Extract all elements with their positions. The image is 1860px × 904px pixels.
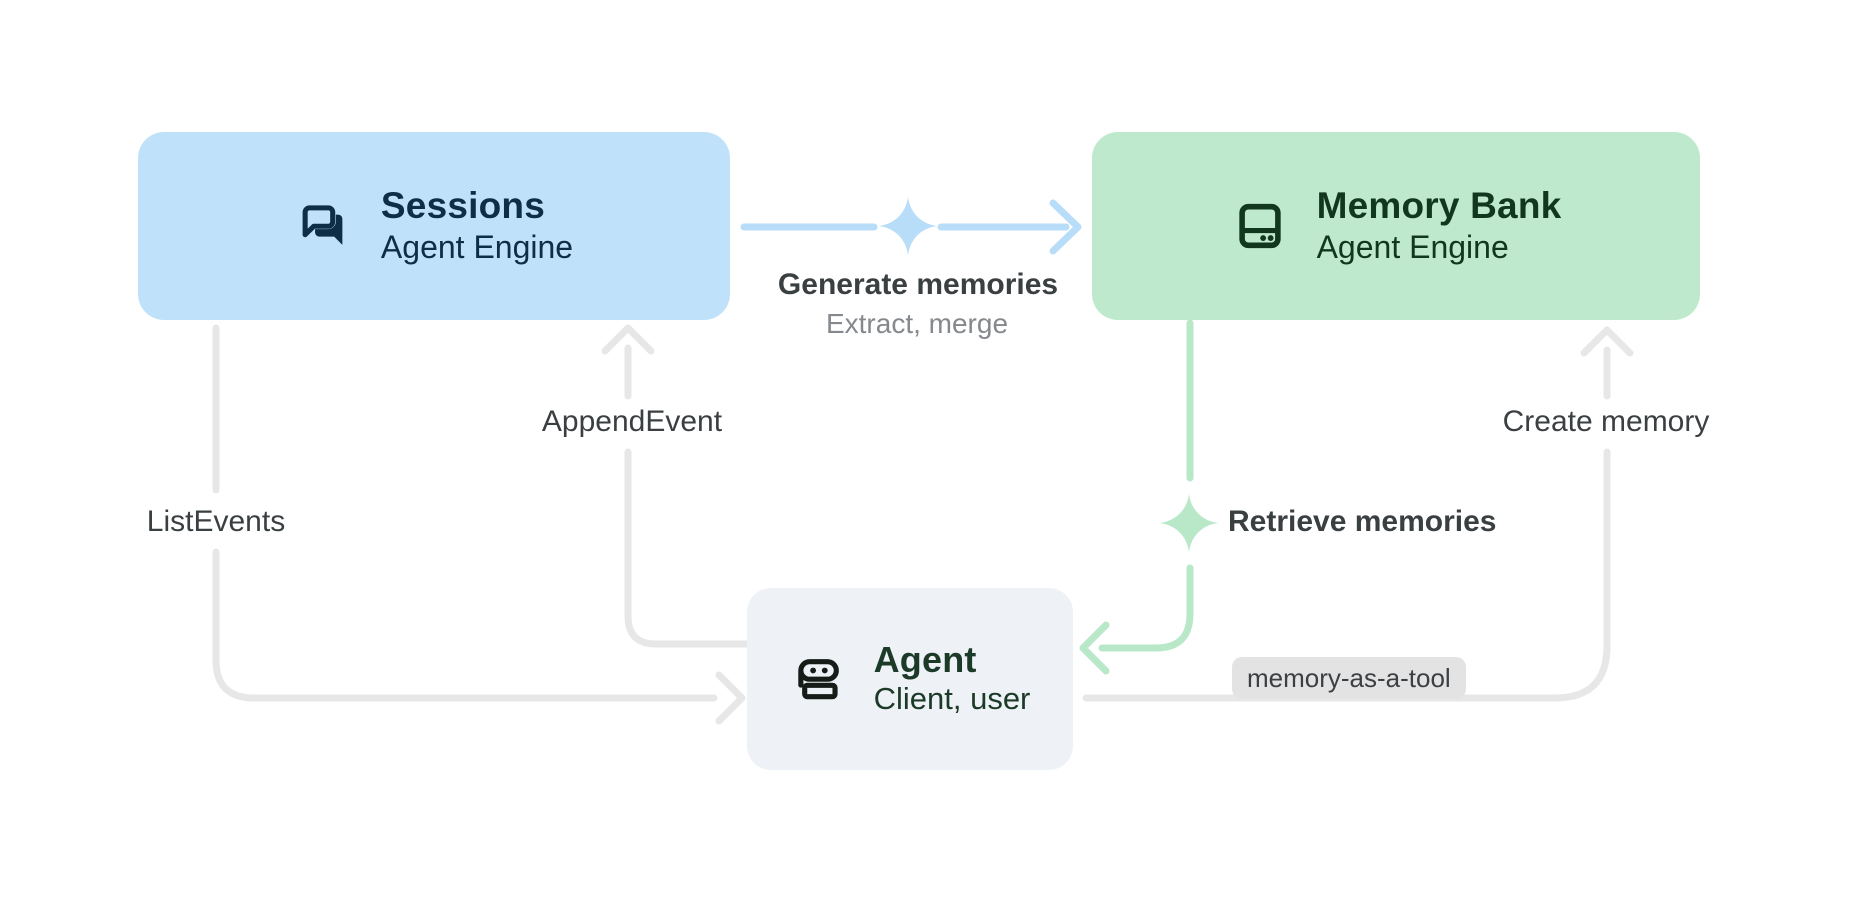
edge-retrieve-memories — [1079, 319, 1194, 675]
edge-label-retrieve-memories: Retrieve memories — [1228, 505, 1497, 538]
arrow-line — [212, 548, 718, 702]
node-title: Memory Bank — [1316, 184, 1562, 226]
node-subtitle: Agent Engine — [1316, 229, 1509, 266]
node-title: Sessions — [380, 184, 545, 226]
node-sessions: Sessions Agent Engine — [138, 132, 730, 320]
edge-label-create-memory: Create memory — [1494, 403, 1718, 441]
edge-label-list-events: ListEvents — [138, 503, 294, 541]
edge-sublabel-extract-merge: Extract, merge — [825, 308, 1009, 339]
arrowhead-right-icon — [715, 671, 746, 725]
node-subtitle: Client, user — [873, 681, 1031, 717]
node-title: Agent — [873, 638, 977, 680]
memory-as-a-tool-badge: memory-as-a-tool — [1232, 657, 1466, 699]
robot-icon — [790, 651, 846, 707]
edge-generate-memories — [740, 199, 1082, 255]
node-agent: Agent Client, user — [747, 588, 1073, 770]
edge-list-events — [212, 324, 746, 725]
arrow-line — [1098, 564, 1194, 652]
sparkle-icon — [878, 196, 938, 256]
node-memory-bank: Memory Bank Agent Engine — [1092, 132, 1700, 320]
arrowhead-left-icon — [1079, 621, 1110, 675]
arrowhead-right-icon — [1049, 199, 1082, 255]
edge-label-append-event: AppendEvent — [533, 403, 731, 441]
arrowhead-up-icon — [601, 324, 655, 355]
arrowhead-up-icon — [1580, 326, 1634, 357]
memory-drive-icon — [1231, 197, 1289, 255]
edge-label-generate-memories: Generate memories — [777, 268, 1059, 301]
node-subtitle: Agent Engine — [380, 229, 574, 266]
chat-bubbles-icon — [295, 197, 353, 255]
sparkle-icon — [1159, 493, 1219, 553]
edge-create-memory — [1082, 326, 1634, 702]
edge-append-event — [601, 324, 750, 648]
arrow-line — [624, 448, 750, 648]
arrow-line — [1082, 448, 1611, 702]
